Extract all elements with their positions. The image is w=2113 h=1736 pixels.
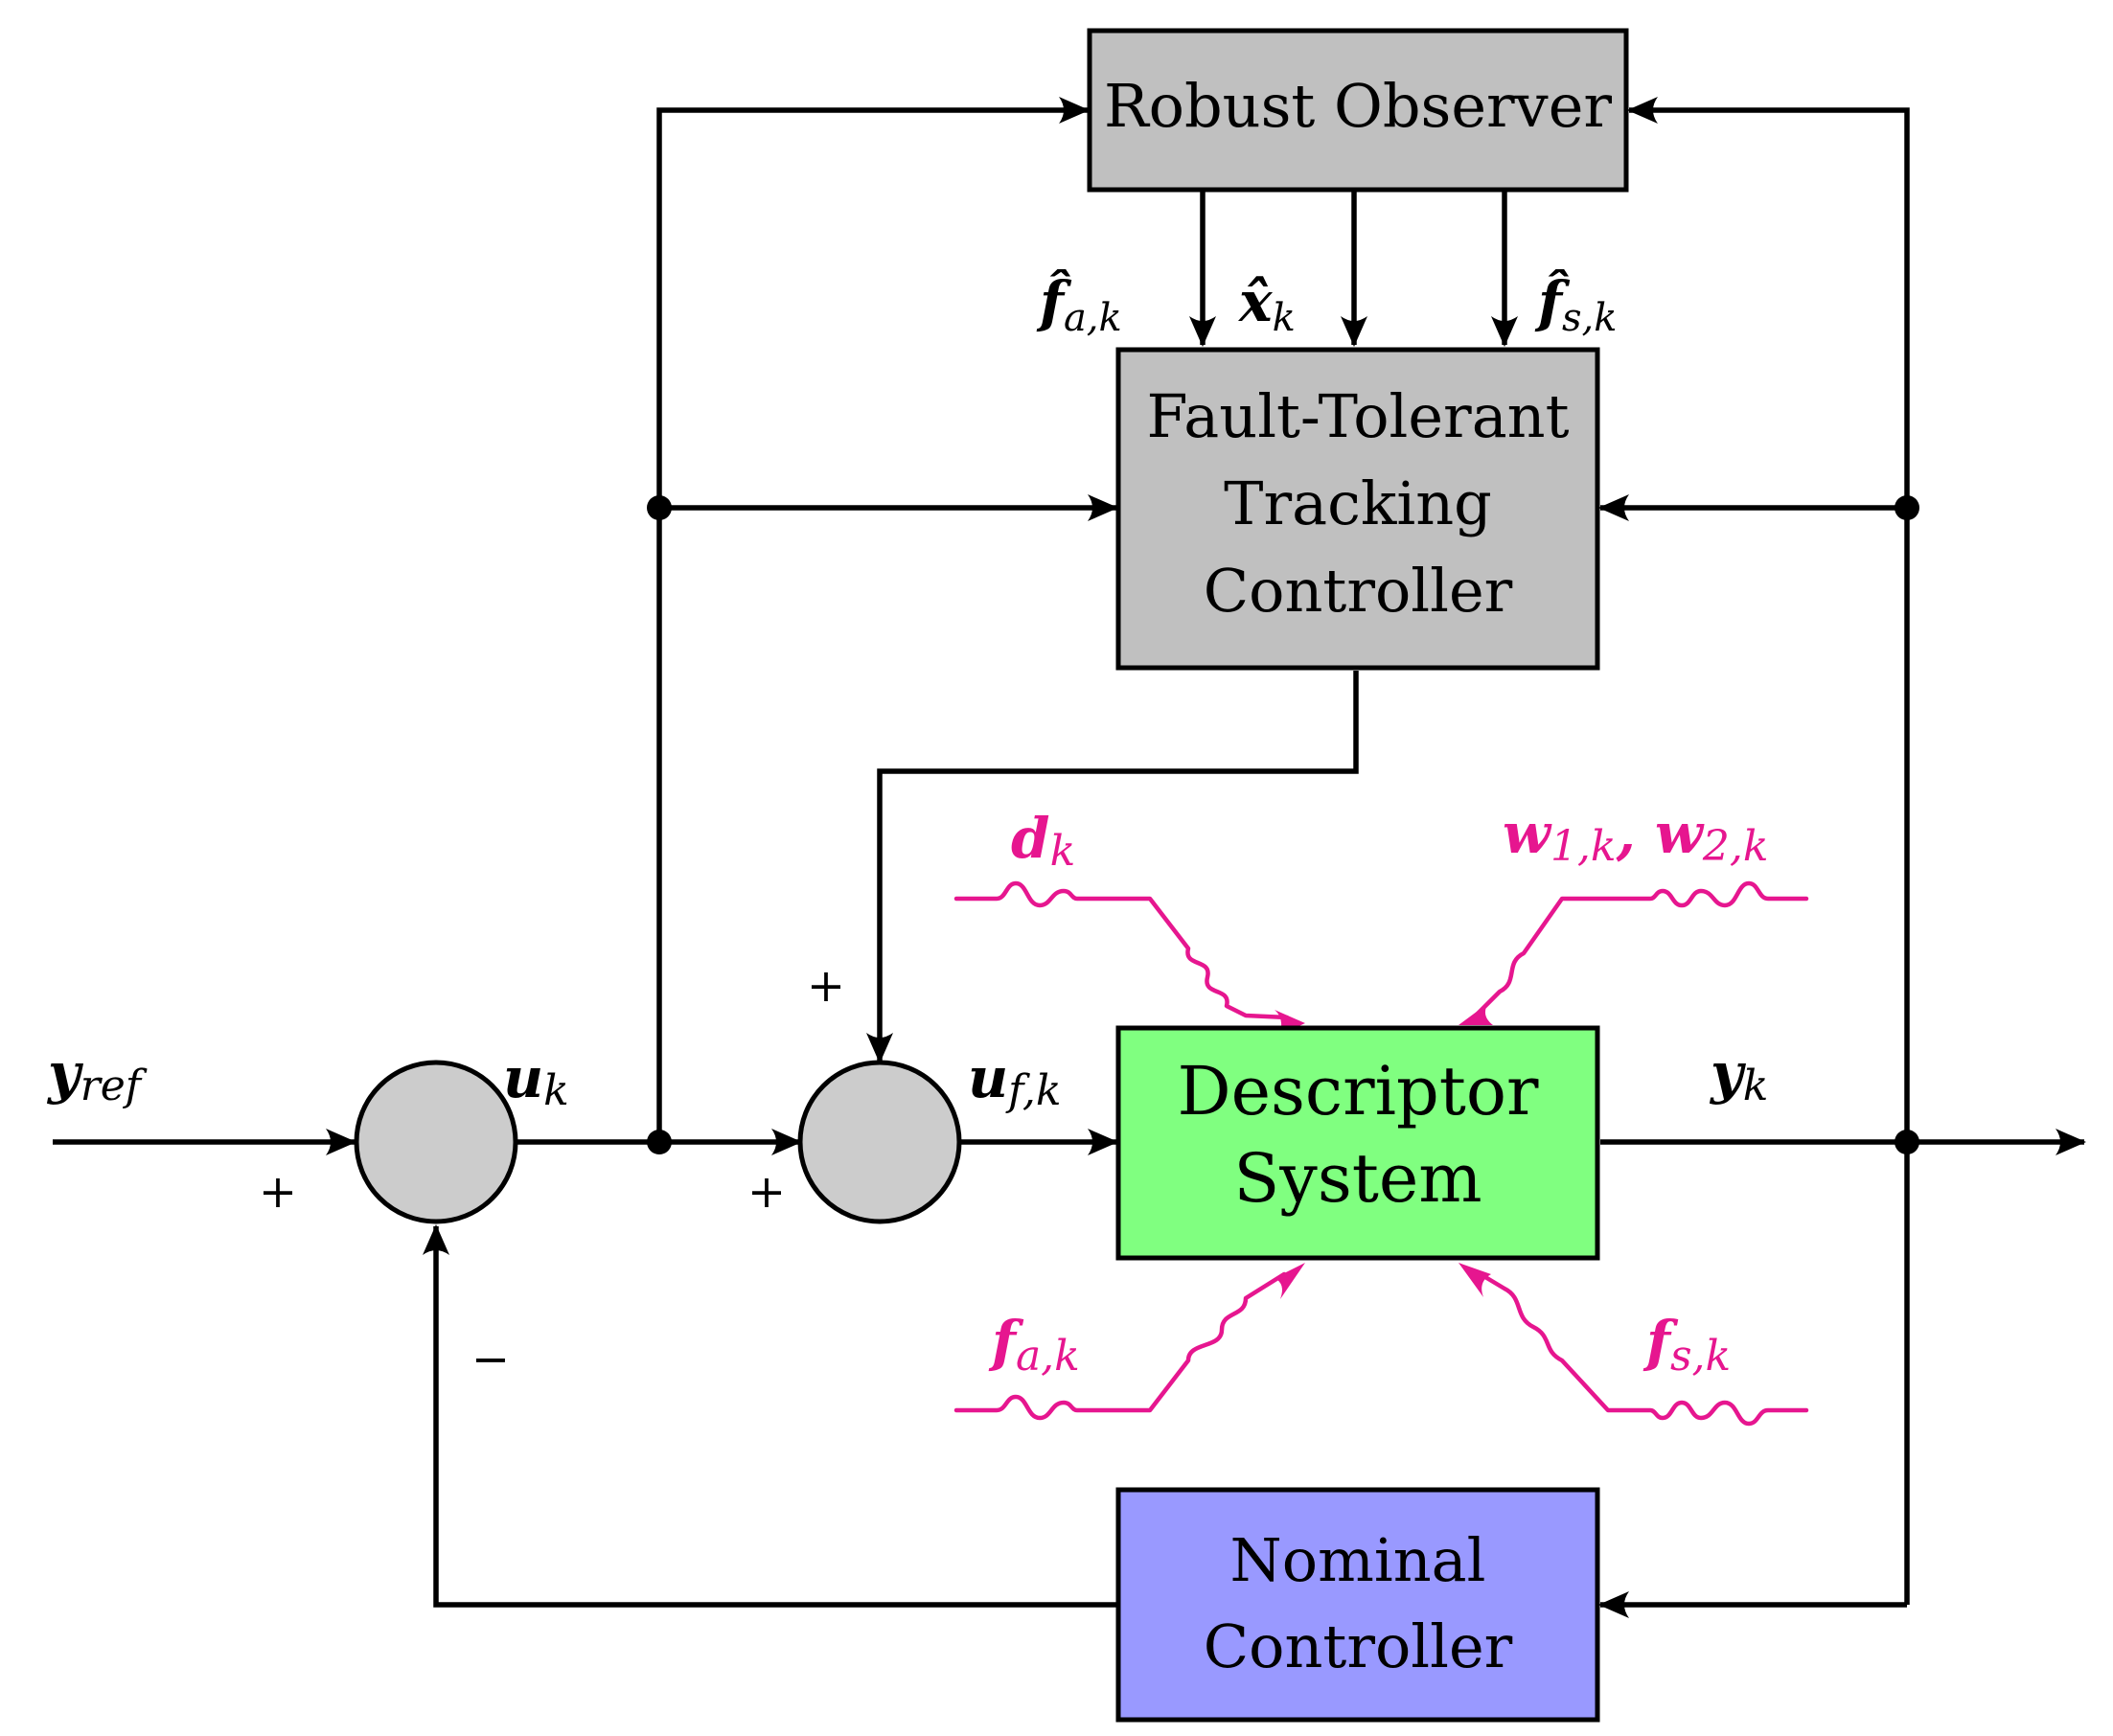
descriptor-system-box — [1115, 1025, 1600, 1261]
disturbance-fsk-arrow — [1458, 1263, 1809, 1427]
arrow-fa-hat — [1189, 316, 1216, 347]
arrow-uk — [771, 1129, 802, 1155]
disturbance-wk-arrow — [1458, 880, 1809, 1025]
wire-uk-to-observer — [656, 107, 1088, 1142]
arrow-x-hat — [1341, 316, 1367, 347]
junction-right-top — [1895, 495, 1919, 520]
junction-left-top — [647, 495, 672, 520]
ftc-block: Fault-Tolerant Tracking Controller — [1115, 347, 1600, 671]
label-u-k: uk — [503, 1045, 569, 1115]
sign-sum2-plus-left: + — [747, 1165, 786, 1219]
arrow-yref — [326, 1129, 356, 1155]
arrow-observer-left — [1059, 97, 1090, 124]
junction-left-bottom — [647, 1130, 672, 1154]
arrow-yk-out — [2056, 1129, 2086, 1155]
sign-sum1-minus: − — [471, 1333, 510, 1386]
nominal-label-line1: Nominal — [1230, 1525, 1486, 1595]
label-y-ref: yref — [46, 1040, 148, 1110]
ftc-label-line1: Fault-Tolerant — [1146, 381, 1569, 451]
wire-nominal-feedback — [433, 1226, 1116, 1608]
label-d-k: dk — [1011, 806, 1075, 876]
robust-observer-box — [1087, 28, 1629, 193]
wire-ftc-to-sum2 — [877, 671, 1359, 1062]
arrow-feedback-up — [423, 1224, 449, 1255]
label-y-k: yk — [1709, 1040, 1768, 1110]
arrow-nominal-right — [1598, 1591, 1629, 1618]
arrow-fs-hat — [1491, 316, 1518, 347]
disturbance-dk-arrow — [953, 880, 1305, 1035]
ftc-box — [1115, 347, 1600, 671]
label-u-fk: uf,k — [968, 1045, 1062, 1115]
arrow-ufk — [1088, 1129, 1118, 1155]
arrow-sum2-top — [866, 1033, 893, 1063]
descriptor-label-line2: System — [1233, 1139, 1481, 1218]
nominal-controller-box — [1115, 1487, 1600, 1723]
wire-yk-to-observer — [1629, 107, 1910, 1605]
label-w-k: w1,k, w2,k — [1503, 801, 1769, 871]
junction-right-bottom — [1895, 1130, 1919, 1154]
sign-sum2-plus-top: + — [807, 959, 845, 1013]
disturbance-fak-arrow — [953, 1263, 1305, 1421]
descriptor-label-line1: Descriptor — [1177, 1052, 1539, 1131]
robust-observer-label: Robust Observer — [1104, 71, 1612, 141]
summing-junction-1 — [354, 1060, 518, 1224]
ftc-label-line2: Tracking — [1224, 468, 1492, 538]
label-fa-hat: f̂a,k — [1036, 268, 1122, 340]
nominal-controller-block: Nominal Controller — [1115, 1487, 1600, 1723]
label-fs-k: fs,k — [1642, 1309, 1731, 1381]
ftc-label-line3: Controller — [1204, 556, 1513, 626]
sign-sum1-plus: + — [259, 1165, 297, 1219]
label-fs-hat: f̂s,k — [1534, 268, 1617, 340]
descriptor-system-block: Descriptor System — [1115, 1025, 1600, 1261]
summing-junction-2 — [797, 1060, 962, 1224]
label-fa-k: fa,k — [988, 1309, 1080, 1381]
arrow-ftc-left — [1088, 494, 1118, 521]
arrow-ftc-right — [1598, 494, 1629, 521]
arrow-observer-right — [1627, 97, 1658, 124]
nominal-label-line2: Controller — [1204, 1611, 1513, 1681]
label-x-hat: x̂k — [1237, 269, 1296, 340]
robust-observer-block: Robust Observer — [1087, 28, 1629, 193]
